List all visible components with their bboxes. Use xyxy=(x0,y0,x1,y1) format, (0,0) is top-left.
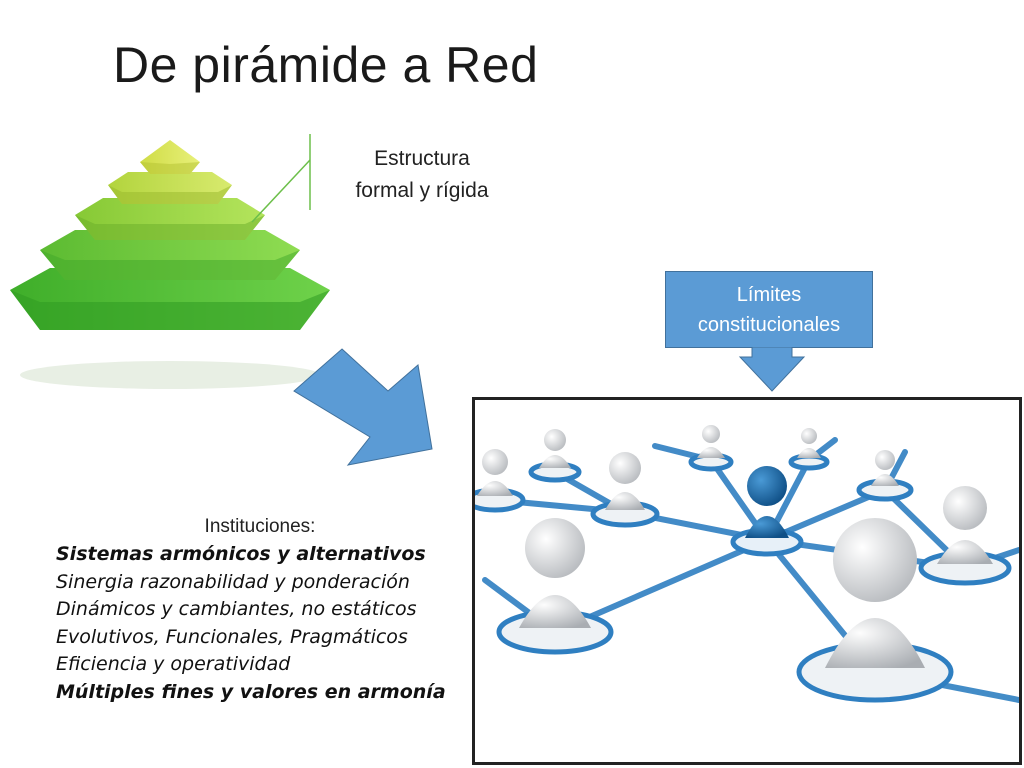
limites-box: Límites constitucionales xyxy=(665,271,873,348)
limites-line2: constitucionales xyxy=(697,313,841,336)
diagonal-arrow-icon xyxy=(293,348,433,466)
pyramid-callout-line1: Estructura xyxy=(374,147,470,170)
pyramid-callout-label: Estructura formal y rígida xyxy=(320,143,524,207)
down-arrow-icon xyxy=(738,347,806,392)
instituciones-item: Sistemas armónicos y alternativos xyxy=(56,543,426,565)
instituciones-item: Evolutivos, Funcionales, Pragmáticos xyxy=(56,625,408,648)
pyramid-image xyxy=(10,140,330,389)
limites-line1: Límites xyxy=(736,283,802,306)
instituciones-heading: Instituciones: xyxy=(204,516,316,537)
instituciones-item: Sinergia razonabilidad y ponderación xyxy=(56,570,410,593)
instituciones-item: Eficiencia y operatividad xyxy=(56,653,291,675)
instituciones-item: Múltiples fines y valores en armonía xyxy=(56,680,446,703)
page-title: De pirámide a Red xyxy=(113,37,539,93)
instituciones-item: Dinámicos y cambiantes, no estáticos xyxy=(56,598,417,620)
people-network-illustration xyxy=(475,425,1019,703)
network-image xyxy=(472,397,1022,765)
pyramid-callout-line2: formal y rígida xyxy=(355,179,489,202)
callout-connector xyxy=(251,134,311,223)
